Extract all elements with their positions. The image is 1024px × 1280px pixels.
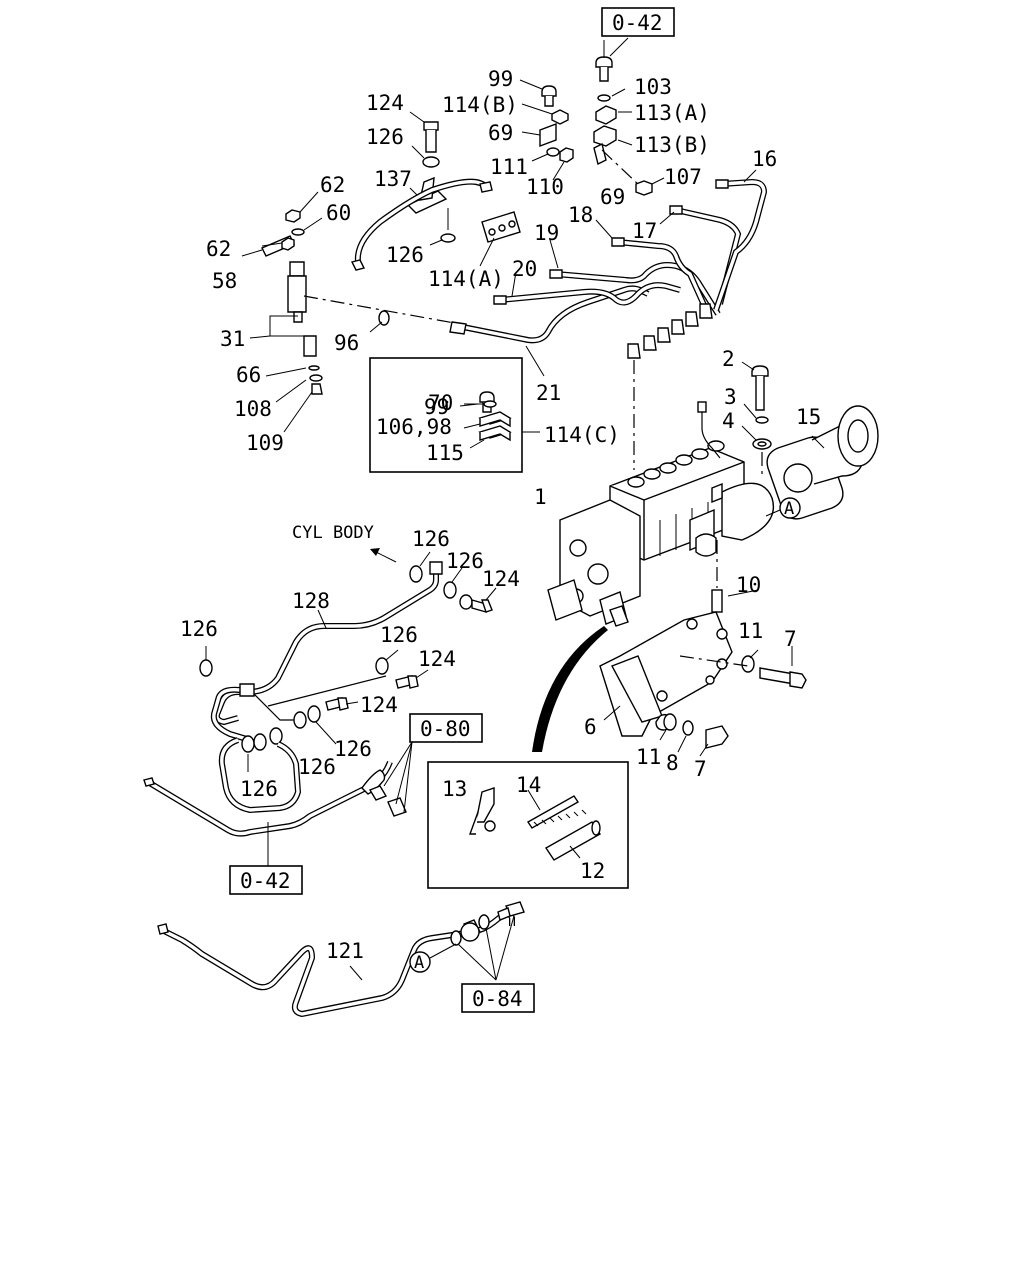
callout-113a: 113(A) — [634, 101, 710, 125]
callout-103: 103 — [634, 75, 672, 99]
callout-14: 14 — [516, 773, 541, 797]
callout-113b: 113(B) — [634, 133, 710, 157]
callout-1: 1 — [534, 485, 547, 509]
callout-3: 3 — [724, 385, 737, 409]
callout-62b: 62 — [206, 237, 231, 261]
callout-7b: 7 — [694, 757, 707, 781]
callout-126i: 126 — [240, 777, 278, 801]
callout-126a: 126 — [366, 125, 404, 149]
callout-17: 17 — [632, 219, 657, 243]
callout-128: 128 — [292, 589, 330, 613]
marker-a-pump-label: A — [784, 499, 794, 519]
callout-19: 19 — [534, 221, 559, 245]
callout-110: 110 — [526, 175, 564, 199]
ref-42-bottom-label: 0-42 — [240, 869, 291, 893]
callout-114b: 114(B) — [442, 93, 518, 117]
callout-11a: 11 — [738, 619, 763, 643]
callout-69a: 69 — [488, 121, 513, 145]
nozzle-holder-31 — [241, 191, 461, 433]
callout-2: 2 — [722, 347, 735, 371]
callout-121: 121 — [326, 939, 364, 963]
callout-60: 60 — [326, 201, 351, 225]
pipe-clamp-137 — [350, 111, 493, 271]
fuel-pipe-121: A — [157, 901, 525, 1018]
oil-pipe-fittings — [199, 548, 497, 759]
detail-leader-arc — [532, 626, 608, 752]
ref-box-top: 0-42 — [601, 7, 675, 37]
callout-15: 15 — [796, 405, 821, 429]
injection-pump: A — [547, 361, 879, 627]
callout-126g: 126 — [334, 737, 372, 761]
callout-114a: 114(A) — [428, 267, 504, 291]
ref-box-84: 0-84 — [461, 983, 535, 1013]
callout-99b: 99 — [424, 395, 449, 419]
ref-84-label: 0-84 — [472, 987, 523, 1011]
callout-62a: 62 — [320, 173, 345, 197]
callout-126h: 126 — [298, 755, 336, 779]
callout-20: 20 — [512, 257, 537, 281]
callout-6: 6 — [584, 715, 597, 739]
callout-126d: 126 — [446, 549, 484, 573]
callout-126c: 126 — [412, 527, 450, 551]
callout-70: 70 — [428, 391, 453, 415]
callout-11b: 11 — [636, 745, 661, 769]
marker-a-pipe — [409, 951, 431, 973]
callout-12: 12 — [580, 859, 605, 883]
callout-58: 58 — [212, 269, 237, 293]
callout-69b: 69 — [600, 185, 625, 209]
ref-box-42-bottom: 0-42 — [229, 865, 303, 895]
callout-31: 31 — [220, 327, 245, 351]
injection-pipes — [449, 169, 768, 470]
callout-107: 107 — [664, 165, 702, 189]
callout-10: 10 — [736, 573, 761, 597]
callout-115: 115 — [426, 441, 464, 465]
callout-126b: 126 — [386, 243, 424, 267]
callout-137: 137 — [374, 167, 412, 191]
clamp-114a — [479, 211, 521, 267]
callout-16: 16 — [752, 147, 777, 171]
detail-box-12-14 — [427, 761, 629, 889]
detail-box-114c — [369, 357, 540, 473]
callout-126e: 126 — [180, 617, 218, 641]
callout-111: 111 — [490, 155, 528, 179]
oil-pipe-lower — [143, 733, 413, 866]
ref-top-label: 0-42 — [612, 11, 663, 35]
callout-99a: 99 — [488, 67, 513, 91]
callout-124b: 124 — [482, 567, 520, 591]
callout-13: 13 — [442, 777, 467, 801]
callout-109: 109 — [246, 431, 284, 455]
ref-box-80: 0-80 — [409, 713, 483, 743]
marker-a-pump — [779, 497, 801, 519]
mounting-bracket-6 — [599, 611, 807, 757]
ref-80-label: 0-80 — [420, 717, 471, 741]
marker-a-pipe-label: A — [414, 953, 424, 973]
callout-8: 8 — [666, 751, 679, 775]
callout-96: 96 — [334, 331, 359, 355]
direction-label: CYL BODY — [292, 523, 374, 543]
callout-106-98: 106,98 — [376, 415, 452, 439]
top-fastener-group — [593, 37, 665, 196]
callout-21: 21 — [536, 381, 561, 405]
callout-114c: 114(C) — [544, 423, 620, 447]
callout-126f: 126 — [380, 623, 418, 647]
callout-124a: 124 — [366, 91, 404, 115]
callout-124d: 124 — [360, 693, 398, 717]
callout-124c: 124 — [418, 647, 456, 671]
left-clamp-group — [519, 79, 574, 181]
callout-108: 108 — [234, 397, 272, 421]
callout-7a: 7 — [784, 627, 797, 651]
callout-18: 18 — [568, 203, 593, 227]
callout-4: 4 — [722, 409, 735, 433]
callout-66: 66 — [236, 363, 261, 387]
